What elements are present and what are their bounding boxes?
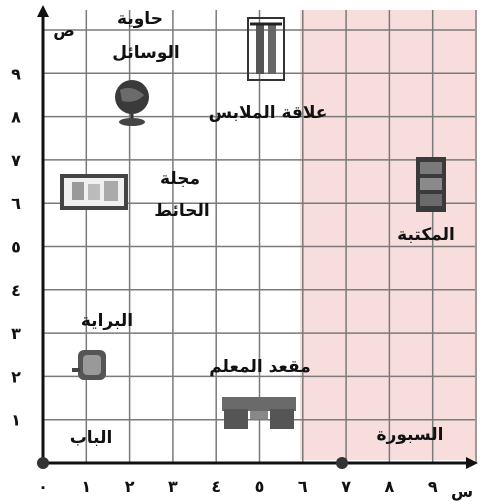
bookshelf-icon	[416, 157, 446, 212]
globe-icon	[115, 80, 149, 126]
y-tick-label: ٣	[11, 324, 21, 343]
label-door: الباب	[70, 428, 113, 448]
x-tick-label: ١	[81, 477, 91, 496]
x-tick-label: ٦	[298, 477, 308, 496]
y-tick-label: ٤	[11, 281, 21, 300]
x-tick-labels: ٠ ١ ٢ ٣ ٤ ٥ ٦ ٧ ٨ ٩	[38, 477, 438, 496]
y-tick-label: ٥	[11, 238, 21, 257]
y-axis-arrow	[37, 5, 49, 17]
origin-point	[37, 457, 49, 469]
label-desk: مقعد المعلم	[209, 357, 311, 377]
x-tick-label: ٧	[341, 477, 351, 496]
x-tick-label: ٩	[428, 477, 438, 496]
label-bag-line2: الوسائل	[112, 43, 180, 63]
y-tick-label: ٦	[11, 194, 21, 213]
bulletin-board-icon	[62, 176, 126, 208]
coat-rack-icon	[248, 18, 284, 80]
x-tick-label: ٥	[255, 477, 265, 496]
x-tick-label: ٣	[168, 477, 178, 496]
label-sharpener: البراية	[81, 311, 133, 331]
x-tick-label: ٨	[385, 477, 395, 496]
y-tick-label: ١	[11, 411, 21, 430]
blackboard-point	[336, 457, 348, 469]
y-tick-label: ٨	[11, 108, 21, 127]
x-tick-label: ٠	[38, 477, 48, 496]
label-bag-line1: حاوية	[117, 9, 163, 29]
y-tick-labels: ١ ٢ ٣ ٤ ٥ ٦ ٧ ٨ ٩	[11, 64, 21, 429]
y-tick-label: ٩	[11, 64, 21, 83]
x-tick-label: ٢	[125, 477, 135, 496]
label-blackboard: السبورة	[377, 425, 444, 445]
y-tick-label: ٧	[11, 151, 21, 170]
y-axis-label: ص	[53, 21, 75, 40]
label-board-line2: الحائط	[154, 201, 209, 221]
x-axis-label: س	[451, 482, 473, 501]
label-board-line1: مجلة	[160, 169, 200, 189]
pencil-sharpener-icon	[72, 350, 106, 380]
y-tick-label: ٢	[11, 367, 21, 386]
x-tick-label: ٤	[211, 477, 221, 496]
label-rack: علاقة الملابس	[209, 103, 328, 123]
label-library: المكتبة	[397, 225, 455, 245]
